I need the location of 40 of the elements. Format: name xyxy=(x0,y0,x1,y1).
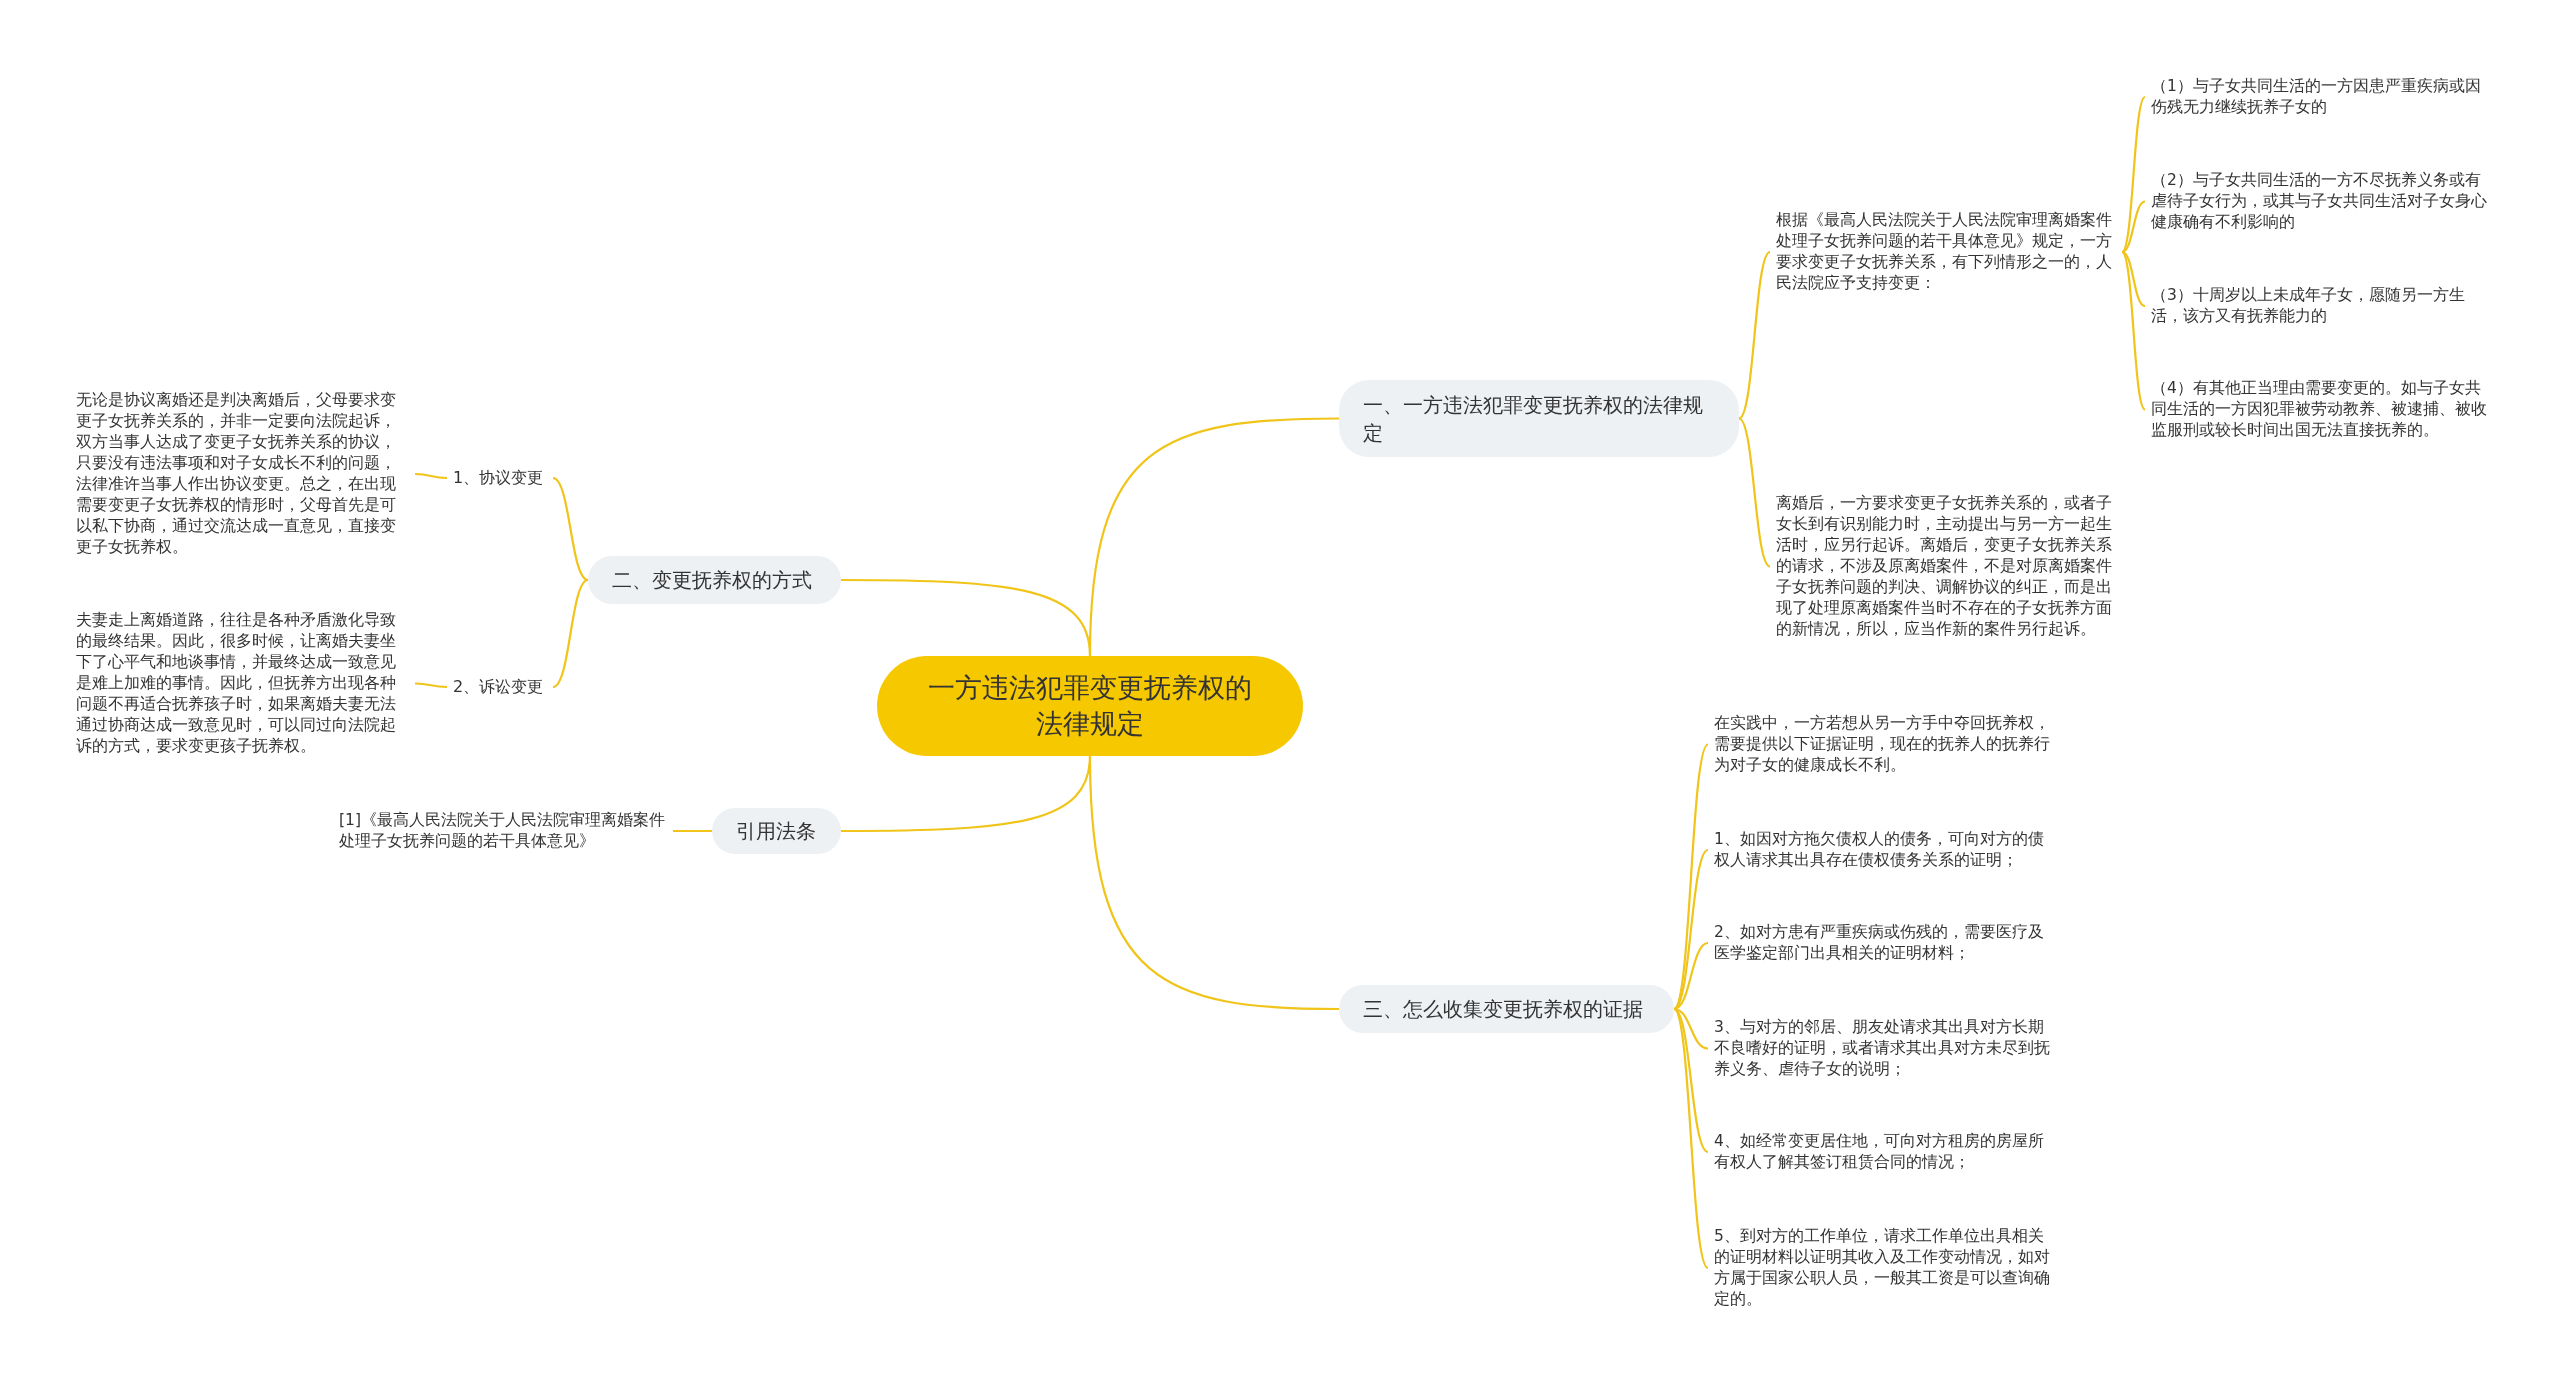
text-note: 根据《最高人民法院关于人民法院审理离婚案件处理子女抚养问题的若干具体意见》规定，一方要求变更子女抚养关系，有下列情形之一的，人民法院应予支持变更： xyxy=(1770,208,2122,296)
connector-line xyxy=(2121,200,2146,254)
connector-line xyxy=(1673,1008,1709,1269)
connector-line xyxy=(2121,251,2146,307)
text-note: （2）与子女共同生活的一方不尽抚养义务或有虐待子女行为，或其与子女共同生活对子女身心健康确有不利影响的 xyxy=(2145,168,2495,235)
central-topic: 一方违法犯罪变更抚养权的法律规定 xyxy=(877,656,1303,756)
text-note: 离婚后，一方要求变更子女抚养关系的，或者子女长到有识别能力时，主动提出与另一方一起生活时，应另行起诉。离婚后，变更子女抚养关系的请求，不涉及原离婚案件，不是对原离婚案件子女抚养问题的判决、调解协议的纠正，而是出现了处理原离婚案件当时不存在的子女抚养方面的新情况，所以，应当作新的案件另行起诉。 xyxy=(1770,491,2122,642)
connector-line xyxy=(552,477,589,581)
text-note: （3）十周岁以上未成年子女，愿随另一方生活，该方又有抚养能力的 xyxy=(2145,283,2490,329)
connector-line xyxy=(1673,1008,1709,1153)
topic-box: 引用法条 xyxy=(712,808,841,854)
topic-box: 一、一方违法犯罪变更抚养权的法律规定 xyxy=(1339,380,1739,457)
connector-line xyxy=(1088,755,1339,1011)
text-note: 夫妻走上离婚道路，往往是各种矛盾激化导致的最终结果。因此，很多时候，让离婚夫妻坐下了心平气和地谈事情，并最终达成一致意见是难上加难的事情。因此，但抚养方出现各种问题不再适合抚养孩子时，如果离婚夫妻无法通过协商达成一致意见时，可以同过向法院起诉的方式，要求变更孩子抚养权。 xyxy=(70,608,415,759)
text-note: [1]《最高人民法院关于人民法院审理离婚案件处理子女抚养问题的若干具体意见》 xyxy=(333,808,673,854)
connector-line xyxy=(415,682,447,689)
topic-box: 二、变更抚养权的方式 xyxy=(588,556,841,604)
subtopic-label: 2、诉讼变更 xyxy=(447,674,553,700)
connector-line xyxy=(1738,417,1771,568)
connector-line xyxy=(841,578,1092,657)
text-note: 3、与对方的邻居、朋友处请求其出具对方长期不良嗜好的证明，或者请求其出具对方未尽到抚养义务、虐待子女的说明； xyxy=(1708,1015,2058,1082)
text-note: 1、如因对方拖欠债权人的债务，可向对方的债权人请求其出具存在债权债务关系的证明； xyxy=(1708,827,2058,873)
connector-line xyxy=(552,579,589,688)
text-note: 无论是协议离婚还是判决离婚后，父母要求变更子女抚养关系的，并非一定要向法院起诉，双方当事人达成了变更子女抚养关系的协议，只要没有违法事项和对子女成长不利的问题，法律准许当事人作出协议变更。总之，在出现需要变更子女抚养权的情形时，父母首先是可以私下协商，通过交流达成一直意见，直接变更子女抚养权。 xyxy=(70,388,415,560)
connector-line xyxy=(414,472,448,480)
connector-line xyxy=(2121,251,2146,411)
connector-line xyxy=(1673,1007,1709,1050)
text-note: 4、如经常变更居住地，可向对方租房的房屋所有权人了解其签订租赁合同的情况； xyxy=(1708,1129,2058,1175)
connector-line xyxy=(673,829,712,833)
connector-line xyxy=(1673,941,1709,1011)
connector-line xyxy=(1673,849,1709,1010)
text-note: 2、如对方患有严重疾病或伤残的，需要医疗及医学鉴定部门出具相关的证明材料； xyxy=(1708,920,2058,966)
subtopic-label: 1、协议变更 xyxy=(447,465,553,491)
text-note: 5、到对方的工作单位，请求工作单位出具相关的证明材料以证明其收入及工作变动情况，如对方属于国家公职人员，一般其工资是可以查询确定的。 xyxy=(1708,1224,2058,1312)
text-note: 在实践中，一方若想从另一方手中夺回抚养权，需要提供以下证据证明，现在的抚养人的抚养行为对子女的健康成长不利。 xyxy=(1708,711,2058,778)
text-note: （4）有其他正当理由需要变更的。如与子女共同生活的一方因犯罪被劳动教养、被逮捕、被收监服刑或较长时间出国无法直接抚养的。 xyxy=(2145,376,2495,443)
connector-line xyxy=(2121,96,2146,253)
text-note: （1）与子女共同生活的一方因患严重疾病或因伤残无力继续抚养子女的 xyxy=(2145,74,2490,120)
topic-box: 三、怎么收集变更抚养权的证据 xyxy=(1339,985,1674,1033)
connector-line xyxy=(1738,251,1771,420)
